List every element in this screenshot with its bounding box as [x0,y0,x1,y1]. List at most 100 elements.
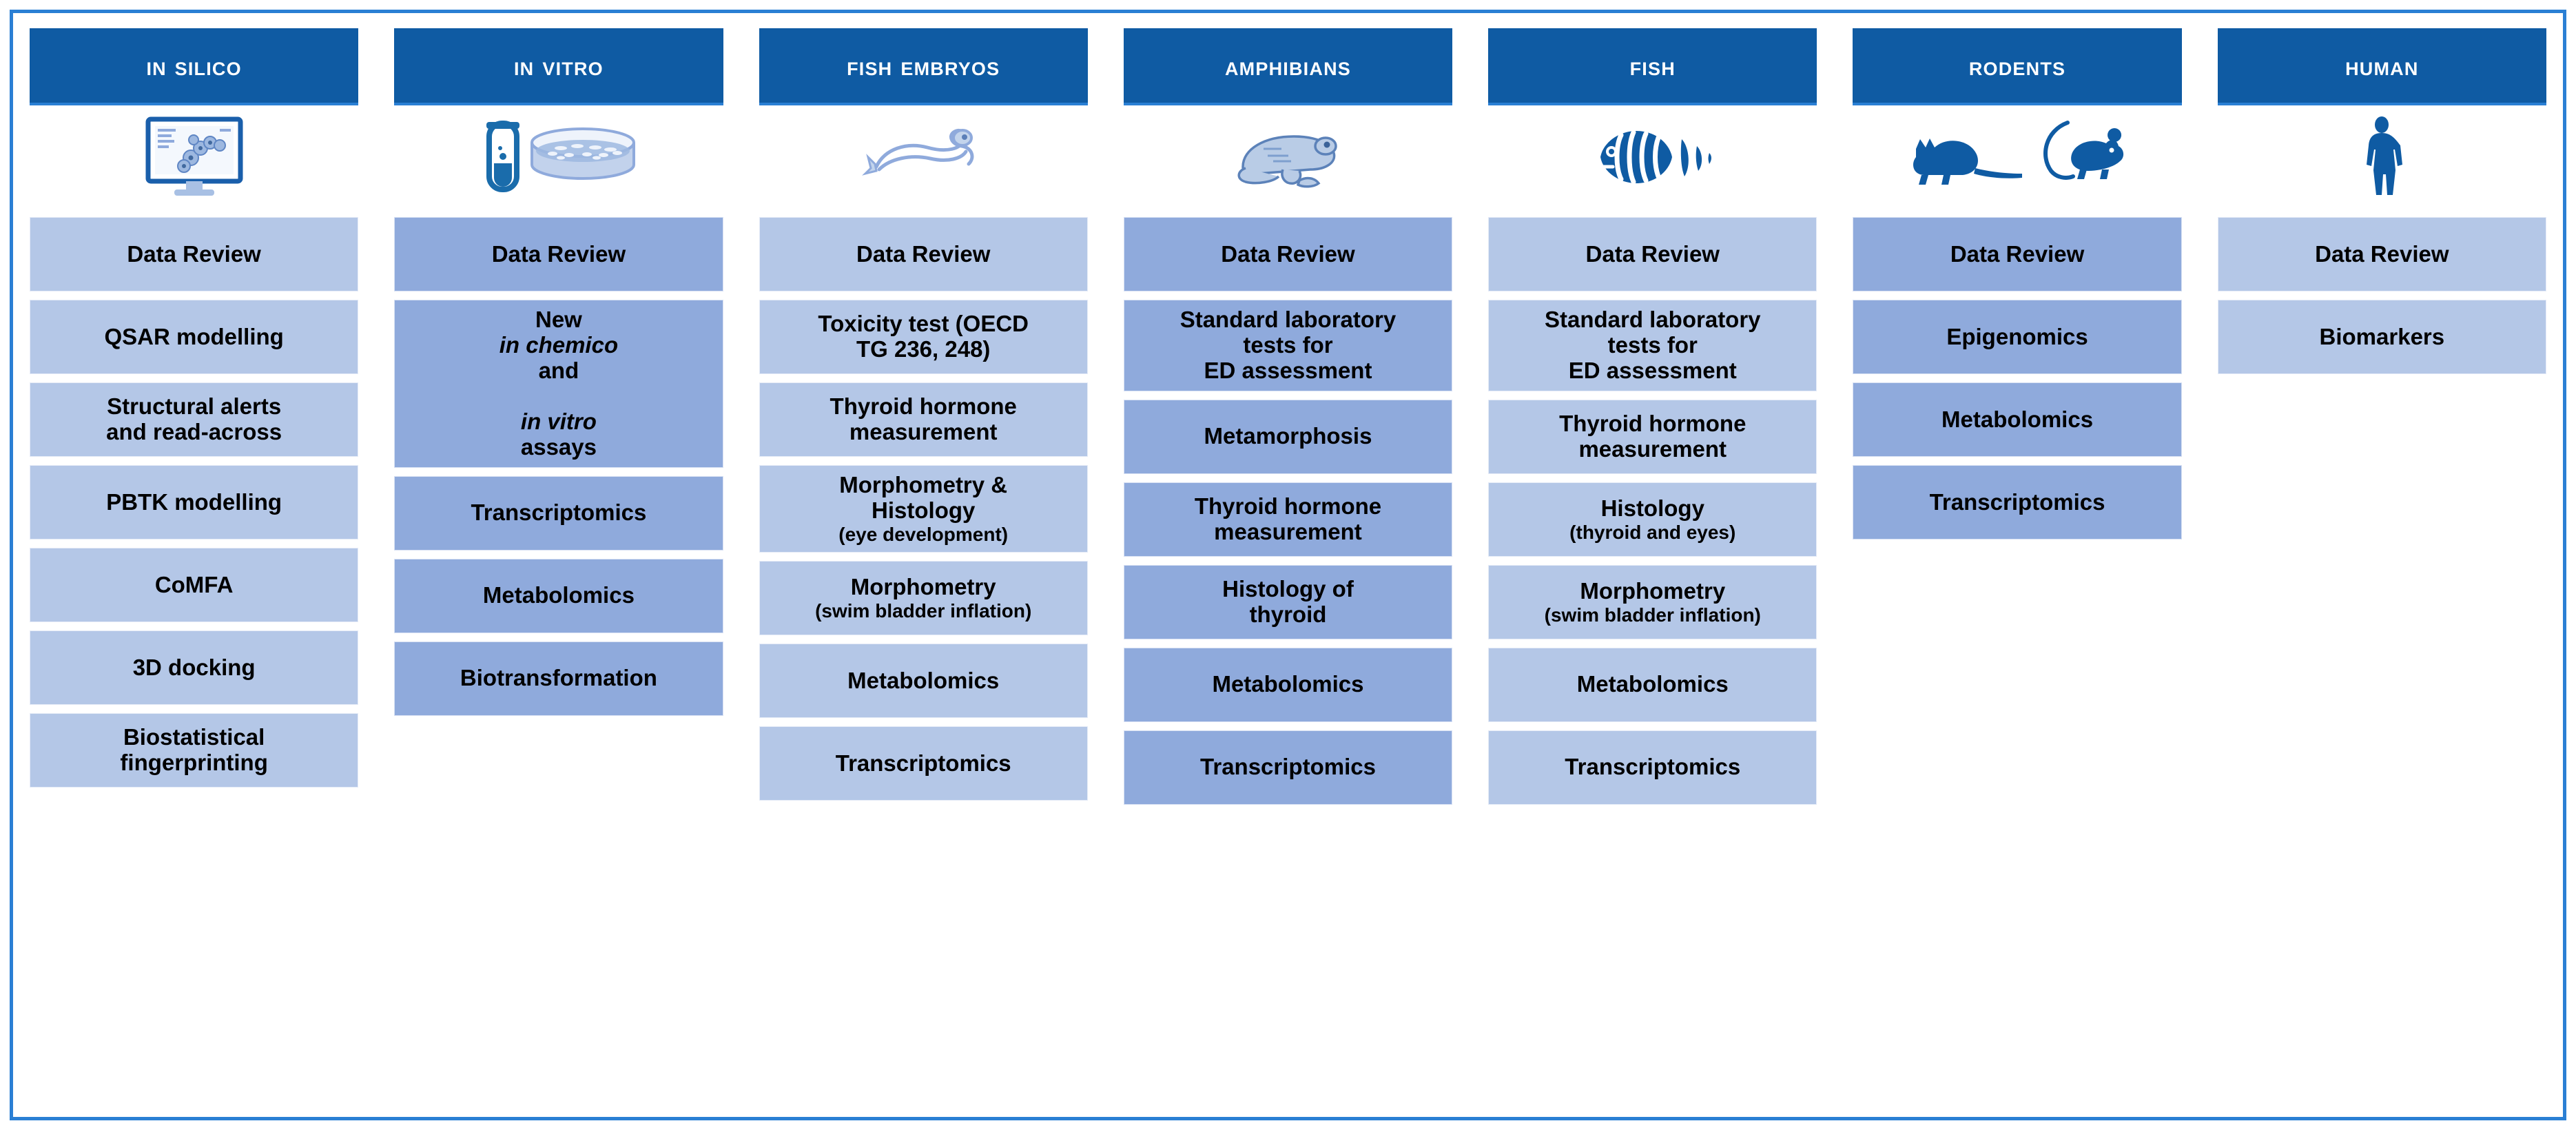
method-cell[interactable]: 3D docking [30,630,359,705]
method-cell[interactable]: Metamorphosis [1123,399,1453,474]
method-cell[interactable]: Transcriptomics [1123,730,1453,805]
cell-line: Transcriptomics [1200,754,1376,780]
column-header-label: In silico [146,52,242,81]
method-cell[interactable]: Data Review [759,217,1088,291]
column-header-human[interactable]: Human [2217,28,2546,105]
cell-line: Morphometry [1580,577,1726,604]
column-header-amphibians[interactable]: Amphibians [1123,28,1453,105]
cell-line: Transcriptomics [1565,754,1741,780]
cell-line: Toxicity test (OECD [818,311,1029,337]
cell-line: Standard laboratory [1179,307,1397,332]
cell-line: tests for [1243,331,1333,358]
cell-line: Transcriptomics [471,500,647,526]
cell-line: Histology [872,497,976,523]
method-cell[interactable]: Data Review [394,217,723,291]
method-cell[interactable]: QSAR modelling [30,300,359,374]
method-cell[interactable]: Data Review [1488,217,1817,291]
method-cell[interactable]: Transcriptomics [1488,730,1817,805]
method-cell[interactable]: Metabolomics [394,558,723,633]
icon-row-fish-embryos [759,105,1088,207]
cell-line: measurement [1214,518,1362,544]
column-header-label: Human [2345,52,2419,81]
method-cell[interactable]: Metabolomics [1123,647,1453,722]
method-cell[interactable]: Histology(thyroid and eyes) [1488,482,1817,557]
cell-line: TG 236, 248) [856,336,991,362]
cell-line: Biostatistical [123,724,265,750]
icon-row-amphibians [1123,105,1453,207]
method-cell[interactable]: Morphometry &Histology(eye development) [759,465,1088,553]
computer-molecular-modelling-icon [143,115,246,198]
method-cell[interactable]: Metabolomics [759,644,1088,719]
method-cell[interactable]: CoMFA [30,548,359,622]
fish-larva-icon [861,119,985,194]
cell-line: Data Review [856,240,991,267]
cell-line: Morphometry [850,574,996,600]
cell-line: Transcriptomics [835,750,1011,776]
cell-line: Thyroid hormone [1559,410,1746,436]
cell-line: Data Review [127,240,261,267]
cell-line: PBTK modelling [106,489,282,515]
cell-line: thyroid [1249,601,1327,627]
cell-line: Transcriptomics [1929,489,2105,515]
column-header-fish[interactable]: Fish [1488,28,1817,105]
cell-line: Data Review [1221,240,1355,267]
cell-line: QSAR modelling [104,323,284,349]
method-cell[interactable]: Transcriptomics [759,726,1088,801]
cell-line: Thyroid hormone [1194,493,1382,519]
cell-line: measurement [1578,435,1727,462]
column-header-label: Fish embryos [847,52,1000,81]
method-cell[interactable]: Transcriptomics [394,475,723,551]
cell-line: measurement [849,419,998,444]
method-cell[interactable]: Metabolomics [1853,382,2182,457]
method-cell[interactable]: Morphometry(swim bladder inflation) [1488,564,1817,639]
method-cell[interactable]: Data Review [1853,217,2182,291]
method-cell[interactable]: Metabolomics [1488,647,1817,722]
two-rodents-icon [1904,119,2131,194]
method-cell[interactable]: Biotransformation [394,641,723,716]
method-cell[interactable]: Transcriptomics [1853,465,2182,540]
column-header-fish-embryos[interactable]: Fish embryos [759,28,1088,105]
cell-line: Epigenomics [1946,323,2088,349]
icon-row-human [2217,105,2546,207]
cell-line: tests for [1607,331,1698,358]
cell-line: Data Review [2315,240,2449,267]
human-figure-icon [2354,115,2409,198]
method-cell[interactable]: Data Review [2217,217,2546,291]
column-header-rodents[interactable]: Rodents [1853,28,2182,105]
method-cell[interactable]: Epigenomics [1853,300,2182,374]
frog-icon [1222,119,1353,194]
column-header-in-vitro[interactable]: In vitro [394,28,723,105]
column-header-in-silico[interactable]: In silico [30,28,359,105]
method-cell[interactable]: PBTK modelling [30,465,359,540]
cell-line: Histology of [1222,575,1354,602]
cell-line: CoMFA [154,571,234,597]
method-cell[interactable]: Data Review [30,217,359,291]
cell-line: Metabolomics [1212,671,1364,697]
method-cell[interactable]: Biomarkers [2217,300,2546,374]
method-cell[interactable]: Data Review [1123,217,1453,291]
test-tube-and-petri-dish-icon [473,115,645,198]
cell-subtext: (swim bladder inflation) [1544,604,1761,626]
method-cell[interactable]: Morphometry(swim bladder inflation) [759,561,1088,636]
